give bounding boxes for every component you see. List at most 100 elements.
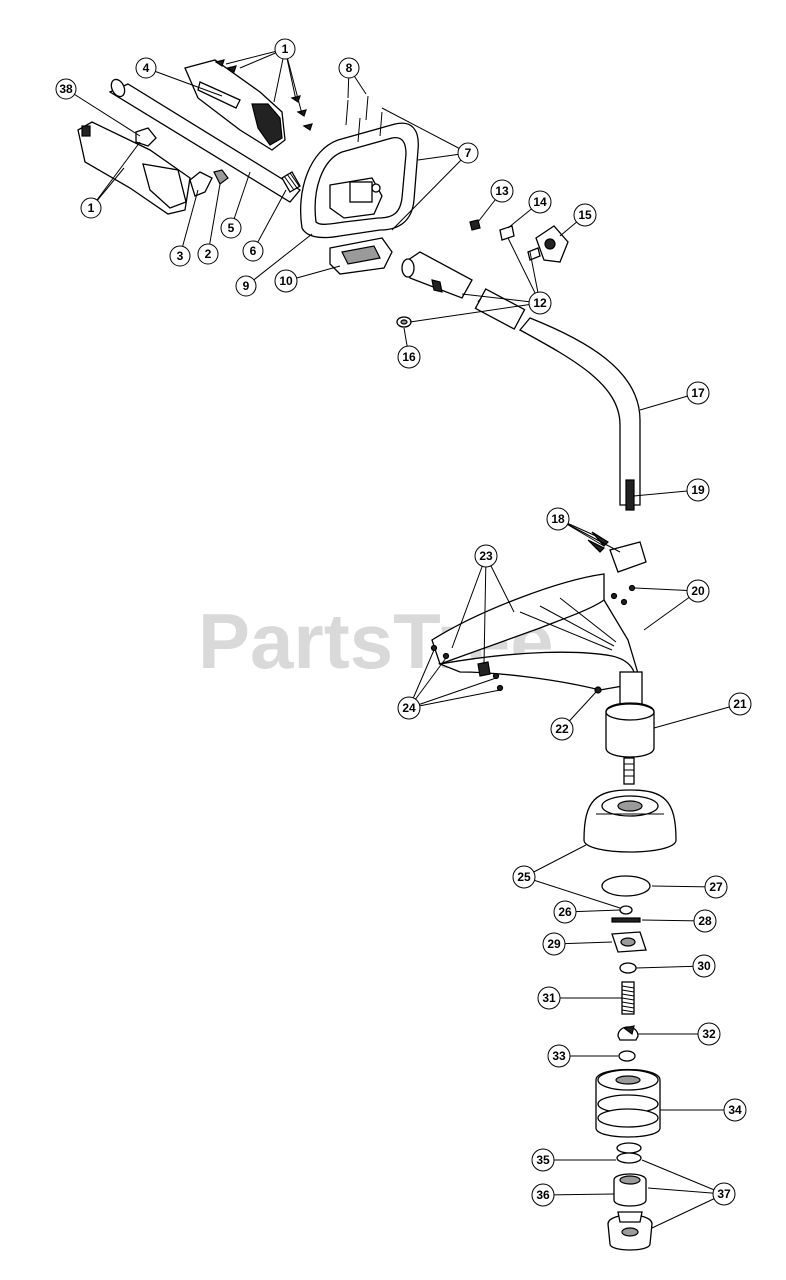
callout-10[interactable]: 10: [274, 269, 298, 293]
upper-shaft-tube: [108, 78, 301, 203]
loop-handle: [300, 122, 419, 239]
callout-label: 37: [717, 1187, 731, 1201]
callout-label: 14: [533, 195, 547, 209]
callout-17[interactable]: 17: [686, 381, 710, 405]
callout-label: 30: [697, 959, 711, 973]
callout-6[interactable]: 6: [242, 240, 264, 262]
callout-15[interactable]: 15: [573, 203, 597, 227]
coupler-nut: [469, 219, 481, 231]
small-washer: [619, 905, 633, 915]
housing-screws: [214, 59, 313, 131]
bump-spring: [616, 1142, 642, 1164]
callout-label: 15: [578, 208, 592, 222]
callout-5[interactable]: 5: [220, 217, 242, 239]
callout-1-lower[interactable]: 1: [80, 197, 102, 219]
callout-8[interactable]: 8: [338, 57, 360, 79]
callout-34[interactable]: 34: [723, 1098, 747, 1122]
callout-19[interactable]: 19: [686, 478, 710, 502]
callout-3[interactable]: 3: [169, 245, 191, 267]
callout-label: 2: [205, 247, 212, 261]
callout-label: 10: [279, 274, 293, 288]
callout-36[interactable]: 36: [531, 1183, 555, 1207]
grass-shield: [431, 573, 641, 691]
callout-label: 19: [691, 483, 705, 497]
lock-knob: [135, 127, 157, 147]
trigger-lockout: [213, 169, 229, 185]
lower-shaft: [474, 288, 641, 511]
callout-label: 1: [88, 201, 95, 215]
callout-20[interactable]: 20: [686, 579, 710, 603]
spool-nut: [617, 1025, 639, 1041]
bump-knob: [607, 1211, 653, 1251]
callout-label: 34: [728, 1103, 742, 1117]
leader-lines: [65, 48, 741, 1229]
callout-32[interactable]: 32: [697, 1022, 721, 1046]
callout-4[interactable]: 4: [135, 57, 157, 79]
shield-clamp: [587, 531, 647, 573]
handle-screws: [345, 95, 383, 143]
callout-7[interactable]: 7: [457, 142, 479, 164]
washer-nut: [396, 316, 412, 328]
callout-14[interactable]: 14: [528, 190, 552, 214]
shaft-coupler: [401, 251, 473, 299]
callout-label: 20: [691, 584, 705, 598]
callout-35[interactable]: 35: [531, 1148, 555, 1172]
callout-label: 33: [552, 1049, 566, 1063]
callout-26[interactable]: 26: [553, 900, 577, 924]
callout-label: 27: [709, 880, 723, 894]
callout-label: 18: [551, 512, 565, 526]
callouts: 1 38 4 8 7 1 3 2: [55, 38, 752, 1207]
o-ring: [601, 875, 651, 897]
callout-22[interactable]: 22: [550, 717, 574, 741]
callout-13[interactable]: 13: [490, 179, 514, 203]
callout-24[interactable]: 24: [397, 696, 421, 720]
callout-12[interactable]: 12: [528, 291, 552, 315]
callout-25[interactable]: 25: [512, 865, 536, 889]
throttle-housing-left: [77, 121, 191, 215]
callout-31[interactable]: 31: [537, 986, 561, 1010]
callout-9[interactable]: 9: [235, 275, 257, 297]
callout-16[interactable]: 16: [397, 345, 421, 369]
callout-label: 23: [479, 549, 493, 563]
callout-30[interactable]: 30: [692, 954, 716, 978]
retainer-strip: [611, 917, 641, 923]
callout-label: 28: [698, 914, 712, 928]
callout-33[interactable]: 33: [547, 1044, 571, 1068]
callout-label: 12: [533, 296, 547, 310]
handle-clamp: [329, 237, 393, 275]
callout-label: 4: [143, 61, 150, 75]
callout-label: 21: [733, 697, 747, 711]
trimmer-cover: [583, 789, 677, 853]
callout-label: 9: [243, 279, 250, 293]
callout-2[interactable]: 2: [197, 243, 219, 265]
callout-1[interactable]: 1: [274, 38, 296, 60]
eyelet-hub: [611, 931, 647, 953]
callout-label: 38: [59, 82, 73, 96]
callout-21[interactable]: 21: [728, 692, 752, 716]
callout-label: 5: [228, 221, 235, 235]
callout-27[interactable]: 27: [704, 875, 728, 899]
callout-29[interactable]: 29: [542, 932, 566, 956]
callout-label: 25: [517, 870, 531, 884]
spring: [281, 171, 301, 193]
callout-label: 26: [558, 905, 572, 919]
gear-head: [605, 671, 655, 785]
callout-28[interactable]: 28: [693, 909, 717, 933]
spring-washer: [619, 962, 637, 974]
compression-spring: [621, 981, 635, 1015]
callout-label: 8: [346, 61, 353, 75]
callout-label: 24: [402, 701, 416, 715]
callout-23[interactable]: 23: [474, 544, 498, 568]
spacer: [613, 1173, 647, 1207]
callout-38[interactable]: 38: [55, 78, 77, 100]
callout-label: 13: [495, 184, 509, 198]
snap-ring: [618, 1050, 636, 1062]
callout-label: 7: [465, 146, 472, 160]
callout-label: 31: [542, 991, 556, 1005]
callout-label: 6: [250, 244, 257, 258]
throttle-trigger: [189, 171, 213, 197]
callout-label: 16: [402, 350, 416, 364]
callout-18[interactable]: 18: [546, 507, 570, 531]
callout-37[interactable]: 37: [712, 1182, 736, 1206]
